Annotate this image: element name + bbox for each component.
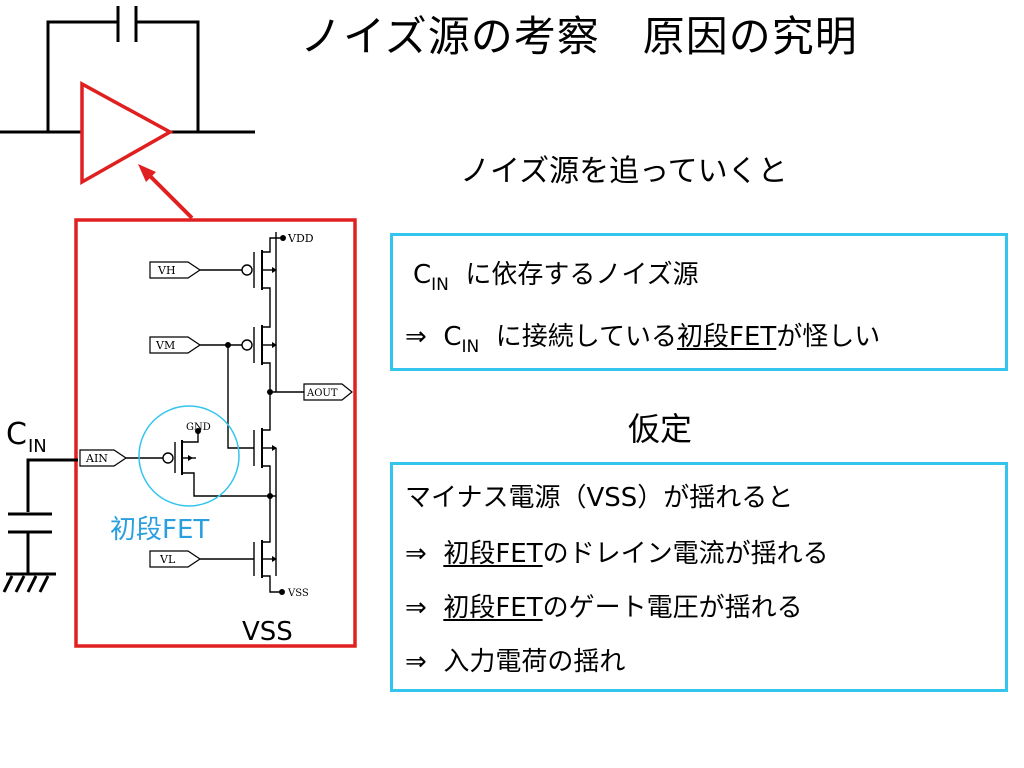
gnd-label: GND: [186, 422, 211, 433]
schematic: [126, 232, 304, 593]
implies-arrow: ⇒: [405, 593, 427, 623]
first-fet-highlight: [138, 405, 240, 507]
port-ain-label: AIN: [85, 452, 108, 465]
port-vm: [149, 336, 202, 354]
box2-line4-text: 入力電荷の揺れ: [443, 647, 626, 677]
vdd-label: VDD: [287, 232, 314, 245]
port-vm-label: VM: [155, 339, 175, 352]
port-aout: [303, 383, 353, 401]
box2-line2-text: のドレイン電流が揺れる: [542, 539, 829, 569]
implies-arrow: ⇒: [405, 647, 427, 677]
port-aout-label: AOUT: [306, 388, 338, 399]
port-vh: [149, 261, 202, 279]
feedback-loop: [0, 6, 255, 134]
box1-line1-text: に依存するノイズ源: [465, 260, 699, 290]
assumption-heading: 仮定: [628, 410, 693, 448]
circuit-diagram: VH VM AIN VL AOUT VDD VSS GND C IN 初段FET…: [0, 6, 357, 648]
box1-line2-post: が怪しい: [776, 322, 881, 352]
cin-label-sub: IN: [28, 436, 47, 457]
box2-line3-text: のゲート電圧が揺れる: [542, 593, 803, 623]
vss-label: VSS: [242, 617, 293, 647]
box2-line4: ⇒ 入力電荷の揺れ: [405, 645, 625, 679]
box2-line3: ⇒ 初段FETのゲート電圧が揺れる: [405, 591, 803, 625]
port-ain: [79, 449, 128, 467]
hypothesis-box: CIN に依存するノイズ源 ⇒ CIN に接続している初段FETが怪しい: [390, 233, 1008, 371]
box2-line1: マイナス電源（VSS）が揺れると: [405, 483, 794, 513]
implies-arrow: ⇒: [405, 322, 427, 352]
arrowhead-icon: [138, 164, 156, 182]
box1-line1: CIN に依存するノイズ源: [413, 258, 699, 302]
cin-sub: IN: [461, 337, 480, 357]
fet-arrow-icons: [188, 267, 277, 562]
implies-arrow: ⇒: [405, 539, 427, 569]
amplifier-icon: [80, 81, 174, 186]
pointer-arrow: [144, 170, 194, 220]
junction-dots: [195, 235, 286, 595]
first-fet-underlined: 初段FET: [443, 539, 543, 569]
page-title: ノイズ源の考察 原因の究明: [300, 12, 858, 61]
cin-label-c: C: [6, 417, 27, 452]
cin-c: C: [443, 322, 462, 352]
port-vh-label: VH: [157, 264, 176, 277]
port-vl: [149, 550, 202, 568]
box1-line2-pre: に接続している: [495, 322, 677, 352]
input-capacitor: [2, 458, 78, 593]
circuit-highlight-box: [74, 218, 357, 648]
assumption-box: マイナス電源（VSS）が揺れると ⇒ 初段FETのドレイン電流が揺れる ⇒ 初段…: [390, 462, 1008, 692]
first-fet-underlined: 初段FET: [676, 322, 777, 352]
cin-c: C: [413, 260, 432, 290]
box1-line2: ⇒ CIN に接続している初段FETが怪しい: [405, 320, 880, 364]
first-fet-underlined: 初段FET: [443, 593, 543, 623]
box2-line2: ⇒ 初段FETのドレイン電流が揺れる: [405, 537, 829, 571]
first-fet-label: 初段FET: [110, 515, 209, 545]
vss-small-label: VSS: [287, 588, 309, 599]
port-vl-label: VL: [159, 553, 176, 566]
subtitle: ノイズ源を追っていくと: [460, 154, 788, 189]
cin-sub: IN: [431, 275, 449, 295]
